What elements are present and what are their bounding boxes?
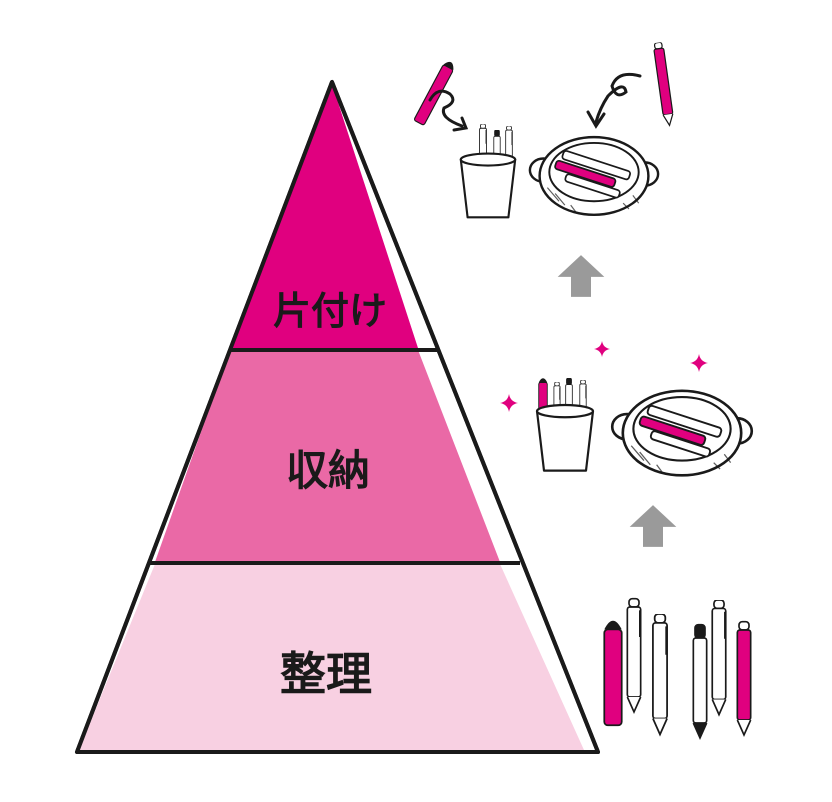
up-arrow-icon: [557, 255, 605, 297]
illustration-middle: [500, 341, 754, 477]
level-label-middle: 収納: [286, 446, 370, 495]
pen-icon: [711, 600, 727, 716]
up-arrow-icon: [629, 505, 677, 547]
level-label-top: 片付け: [273, 289, 387, 333]
sparkle-icon: [690, 354, 708, 372]
illustration-bottom: [603, 597, 752, 739]
tray-icon: [528, 135, 660, 217]
pen-icon: [651, 614, 669, 736]
curly-arrow-right: [594, 72, 642, 124]
pen-icon: [736, 620, 752, 736]
tray-icon: [610, 389, 754, 477]
pen-icon: [626, 597, 642, 713]
pyramid: [75, 80, 600, 754]
pyramid-outline: [75, 80, 600, 754]
sparkle-icon: [500, 394, 518, 412]
pyramid-level-top: [230, 84, 418, 348]
pyramid-level-middle: [155, 350, 500, 562]
illustration-top: [412, 41, 676, 219]
pen-icon: [652, 41, 676, 127]
sparkle-icon: [594, 341, 610, 357]
level-label-bottom: 整理: [280, 647, 372, 701]
pen-icon: [692, 623, 708, 739]
pencil-icon: [603, 619, 623, 727]
curly-arrow-left: [428, 89, 464, 128]
pyramid-level-bottom: [79, 564, 584, 750]
pen-cup-icon: [459, 152, 517, 219]
pen-cup-icon: [535, 403, 595, 472]
